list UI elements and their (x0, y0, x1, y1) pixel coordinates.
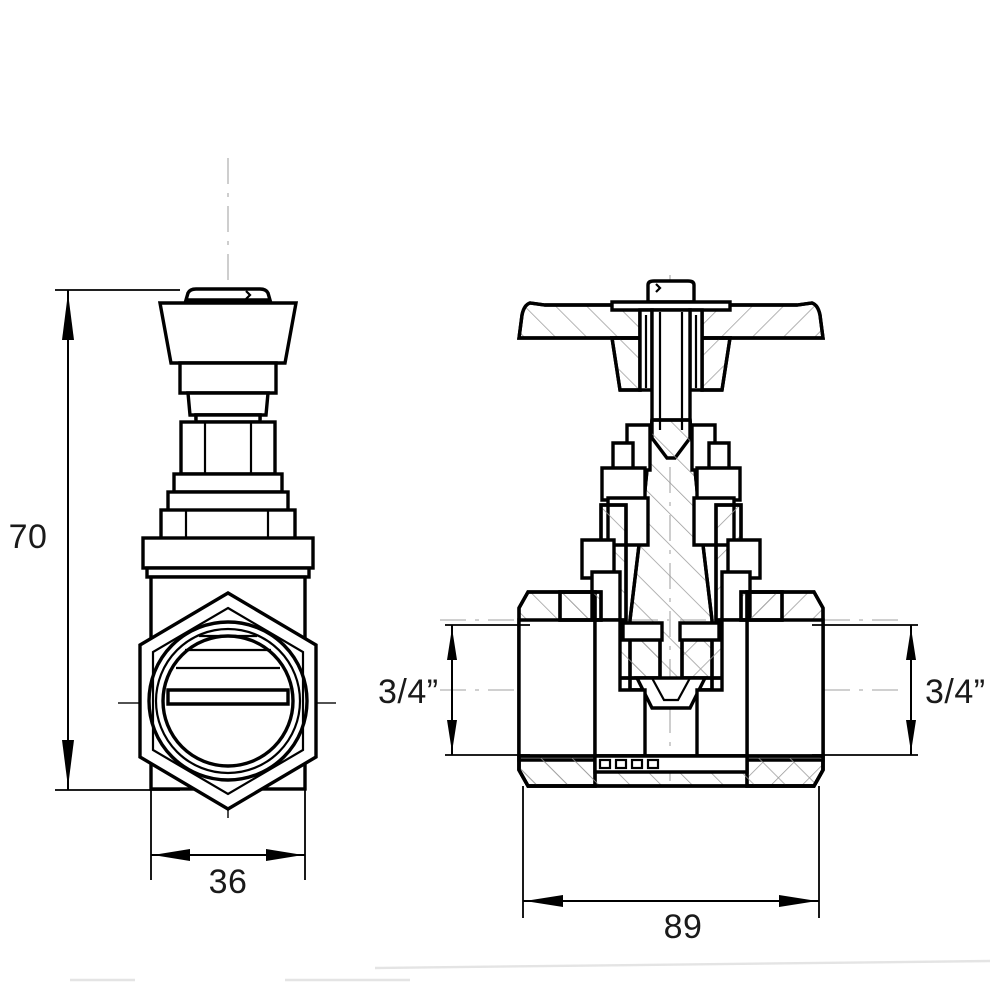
end-view-stem-neck (194, 413, 262, 424)
dimension-port-right-34: 3/4” (812, 624, 986, 756)
dim34L-arrow-top (447, 628, 457, 660)
dimension-label-port-left: 3/4” (378, 673, 439, 711)
dim36-arrow-left (153, 849, 190, 861)
dim89-arrow-left (525, 895, 563, 907)
dim36-arrow-right (266, 849, 303, 861)
end-view-packing-nut (179, 420, 277, 476)
dimension-port-left-34: 3/4” (378, 624, 530, 756)
dim70-arrow-bottom (62, 740, 74, 787)
dimension-label-36: 36 (209, 863, 248, 901)
section-valve-body (517, 590, 825, 788)
dim34R-arrow-bottom (906, 720, 916, 752)
dim34L-arrow-bottom (447, 720, 457, 752)
dim34R-arrow-top (906, 628, 916, 660)
dim70-arrow-top (62, 293, 74, 340)
faint-artifact-lines (70, 959, 991, 982)
dim89-arrow-right (779, 895, 817, 907)
dimension-label-70: 70 (9, 518, 48, 556)
dimension-height-70: 70 (9, 289, 180, 791)
section-handwheel (517, 279, 825, 392)
dimension-width-36: 36 (150, 789, 306, 901)
dimension-label-89: 89 (664, 908, 703, 946)
dimension-label-port-right: 3/4” (925, 673, 986, 711)
end-view-bonnet-flange (141, 536, 315, 579)
dimension-length-89: 89 (522, 786, 820, 946)
end-view-gate-wedge (166, 634, 290, 706)
end-view-group (118, 158, 340, 820)
section-view-group (440, 275, 905, 790)
section-gate-wedge (634, 676, 708, 710)
end-view-handwheel (157, 287, 299, 417)
bottom-serrations (598, 758, 660, 770)
